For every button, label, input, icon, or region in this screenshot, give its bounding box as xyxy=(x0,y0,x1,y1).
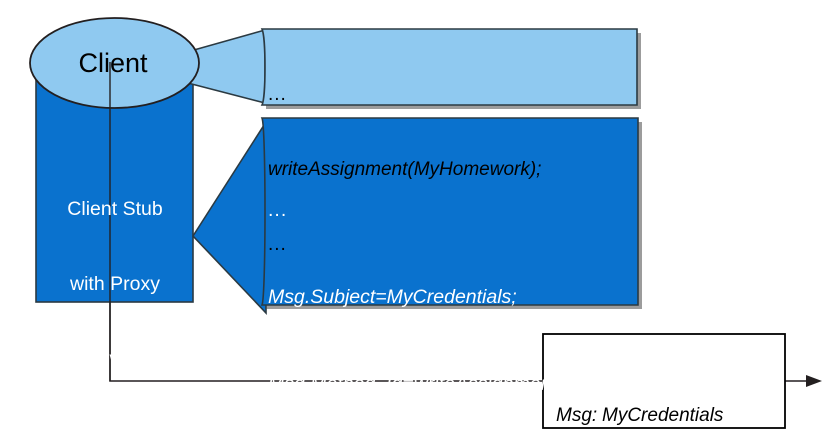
message-box-first-row: Msg:MyCredentials xyxy=(556,401,780,431)
client-node[interactable] xyxy=(29,17,200,109)
stub-callout-line-3: Msg.Method_Id=writeAssignment_Id; xyxy=(268,373,590,395)
stub-callout-tail xyxy=(191,119,267,316)
stub-callout-code: ... Msg.Subject=MyCredentials; Msg.Metho… xyxy=(268,138,634,440)
stub-callout-shape xyxy=(260,117,639,306)
app-callout-line-1: ... xyxy=(268,84,287,105)
client-ellipse-shape xyxy=(29,17,200,109)
message-box-field-1: MyCredentials xyxy=(602,405,724,426)
client-stub-label-line-1: Client Stub xyxy=(67,198,163,220)
app-callout[interactable] xyxy=(260,28,641,109)
stub-callout-tail-shape xyxy=(191,119,267,316)
app-callout-code: ... writeAssignment(MyHomework); ... xyxy=(268,32,630,307)
stub-callout-line-1: ... xyxy=(268,199,288,221)
stub-callout[interactable] xyxy=(260,117,642,309)
app-callout-line-3: ... xyxy=(268,234,287,255)
message-box-label: Msg: xyxy=(556,405,598,426)
app-callout-line-2: writeAssignment(MyHomework); xyxy=(268,159,542,180)
arrow-head-icon xyxy=(806,375,822,387)
client-label: Client xyxy=(78,48,148,78)
client-stub-label-line-3: (here without xyxy=(58,348,172,370)
client-stub-label-line-2: with Proxy xyxy=(70,273,160,295)
client-stub-label: Client Stub with Proxy (here without PEP… xyxy=(30,147,200,440)
message-box-content: Msg:MyCredentials writeAssignment_Id MyH… xyxy=(556,341,780,440)
message-box[interactable] xyxy=(542,333,786,429)
app-callout-shape xyxy=(260,28,638,106)
client-stub-label-line-4: PEP and PDP) xyxy=(50,423,180,440)
stub-callout-line-2: Msg.Subject=MyCredentials; xyxy=(268,286,517,308)
message-box-shape xyxy=(542,333,786,429)
